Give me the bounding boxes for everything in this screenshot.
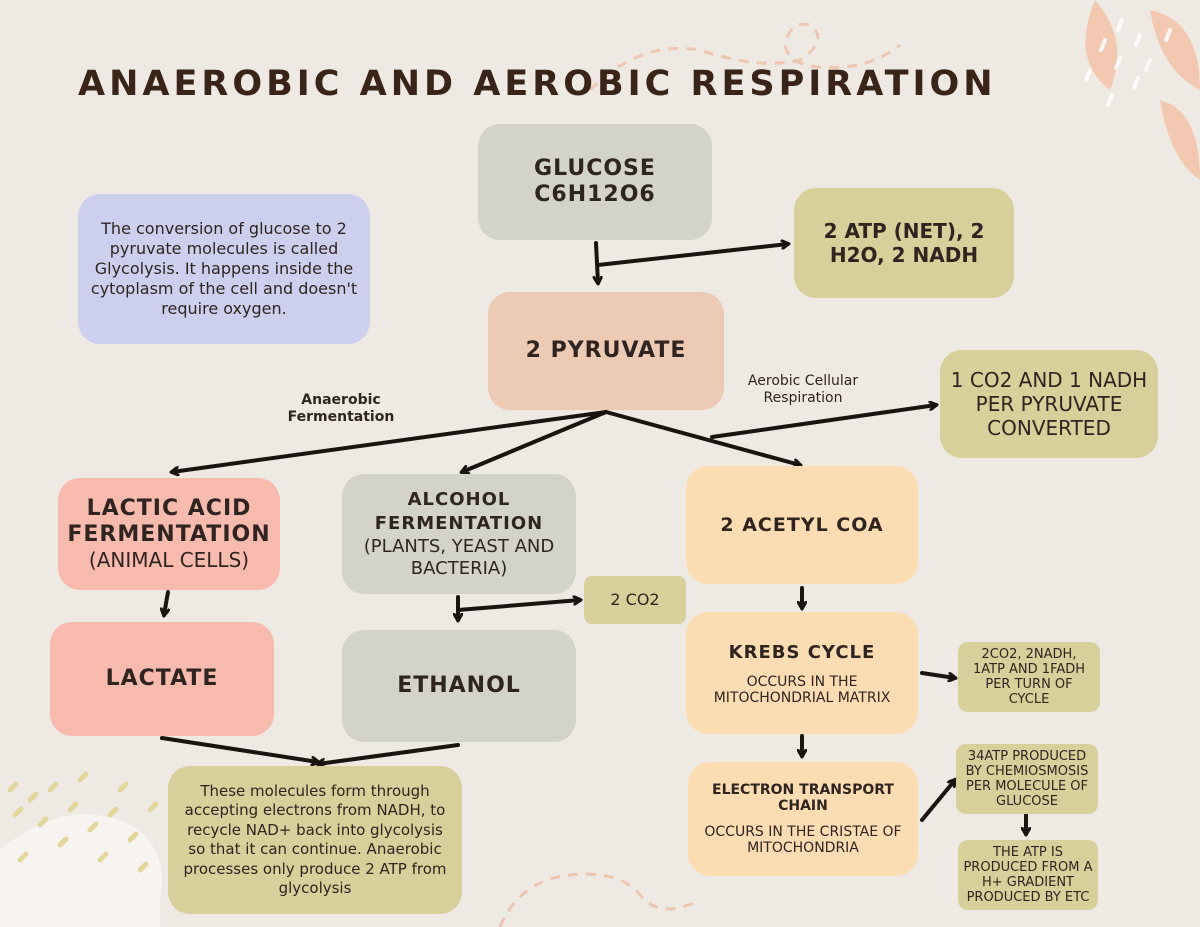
arrow-pyruvate-to-alcohol (462, 410, 608, 472)
arrow-lactic-to-lactate (164, 590, 168, 615)
lactic-acid-sub: (ANIMAL CELLS) (88, 548, 250, 572)
glycolysis-note-box: The conversion of glucose to 2 pyruvate … (78, 194, 370, 344)
acetyl-coa-box: 2 ACETYL COA (686, 466, 918, 584)
ethanol-box: ETHANOL (342, 630, 576, 742)
lactic-acid-label: LACTIC ACID FERMENTATION (67, 496, 271, 547)
krebs-cycle-desc: OCCURS IN THE MITOCHONDRIAL MATRIX (713, 674, 891, 706)
etc-title: ELECTRON TRANSPORT CHAIN (712, 782, 894, 814)
glucose-box: GLUCOSE C6H12O6 (478, 124, 712, 240)
glucose-label: GLUCOSE (534, 156, 656, 181)
arrow-to-co2-small (456, 600, 580, 612)
arrow-to-co2-nadh (710, 405, 936, 439)
arrow-krebs-to-products (920, 671, 955, 678)
lactate-box: LACTATE (50, 622, 274, 736)
etc-atp-box: 34ATP PRODUCED BY CHEMIOSMOSIS PER MOLEC… (956, 744, 1098, 814)
alcohol-fermentation-box: ALCOHOL FERMENTATION (PLANTS, YEAST AND … (342, 474, 576, 594)
co2-small-text: 2 CO2 (610, 590, 660, 609)
arrow-glycolysis-products (596, 244, 788, 267)
acetyl-coa-label: 2 ACETYL COA (720, 514, 884, 536)
arrow-lactate-to-note (160, 736, 318, 762)
krebs-products-box: 2CO2, 2NADH, 1ATP AND 1FADH PER TURN OF … (958, 642, 1100, 712)
fermentation-note-box: These molecules form through accepting e… (168, 766, 462, 914)
arrow-pyruvate-to-acetyl (604, 410, 800, 465)
atp-gradient-text: THE ATP IS PRODUCED FROM A H+ GRADIENT P… (963, 845, 1093, 905)
swoosh-decoration-bottom-left (0, 814, 162, 927)
leaf-decoration-top-right (1084, 0, 1200, 180)
arrow-ethanol-to-note (318, 743, 460, 764)
pyruvate-box: 2 PYRUVATE (488, 292, 724, 410)
glycolysis-products-box: 2 ATP (NET), 2 H2O, 2 NADH (794, 188, 1014, 298)
lactic-acid-box: LACTIC ACID FERMENTATION (ANIMAL CELLS) (58, 478, 280, 590)
dashed-curve-decoration (498, 872, 701, 927)
glucose-formula: C6H12O6 (534, 182, 656, 207)
alcohol-fermentation-label: ALCOHOL FERMENTATION (374, 489, 544, 534)
etc-atp-text: 34ATP PRODUCED BY CHEMIOSMOSIS PER MOLEC… (965, 749, 1089, 809)
pyruvate-label: 2 PYRUVATE (525, 338, 687, 363)
co2-nadh-text: 1 CO2 AND 1 NADH PER PYRUVATE CONVERTED (950, 368, 1148, 440)
lactate-label: LACTATE (105, 666, 219, 691)
co2-small-box: 2 CO2 (584, 576, 686, 624)
krebs-cycle-box: KREBS CYCLE OCCURS IN THE MITOCHONDRIAL … (686, 612, 918, 734)
arrow-glucose-to-pyruvate (596, 241, 598, 283)
dots-decoration-bottom-left (7, 771, 159, 873)
ethanol-label: ETHANOL (397, 673, 521, 698)
aerobic-respiration-label: Aerobic Cellular Respiration (747, 373, 859, 406)
krebs-cycle-title: KREBS CYCLE (728, 642, 876, 663)
atp-gradient-box: THE ATP IS PRODUCED FROM A H+ GRADIENT P… (958, 840, 1098, 910)
anaerobic-fermentation-label: Anaerobic Fermentation (287, 392, 395, 425)
alcohol-fermentation-sub: (PLANTS, YEAST AND BACTERIA) (363, 536, 555, 579)
etc-box: ELECTRON TRANSPORT CHAIN OCCURS IN THE C… (688, 762, 918, 876)
etc-desc: OCCURS IN THE CRISTAE OF MITOCHONDRIA (704, 824, 902, 856)
arrow-etc-to-atp (920, 780, 955, 822)
co2-nadh-box: 1 CO2 AND 1 NADH PER PYRUVATE CONVERTED (940, 350, 1158, 458)
glycolysis-products-text: 2 ATP (NET), 2 H2O, 2 NADH (823, 219, 985, 267)
krebs-products-text: 2CO2, 2NADH, 1ATP AND 1FADH PER TURN OF … (972, 647, 1086, 707)
glycolysis-note-text: The conversion of glucose to 2 pyruvate … (90, 219, 358, 318)
page-title: ANAEROBIC AND AEROBIC RESPIRATION (78, 64, 997, 104)
fermentation-note-text: These molecules form through accepting e… (183, 781, 447, 898)
